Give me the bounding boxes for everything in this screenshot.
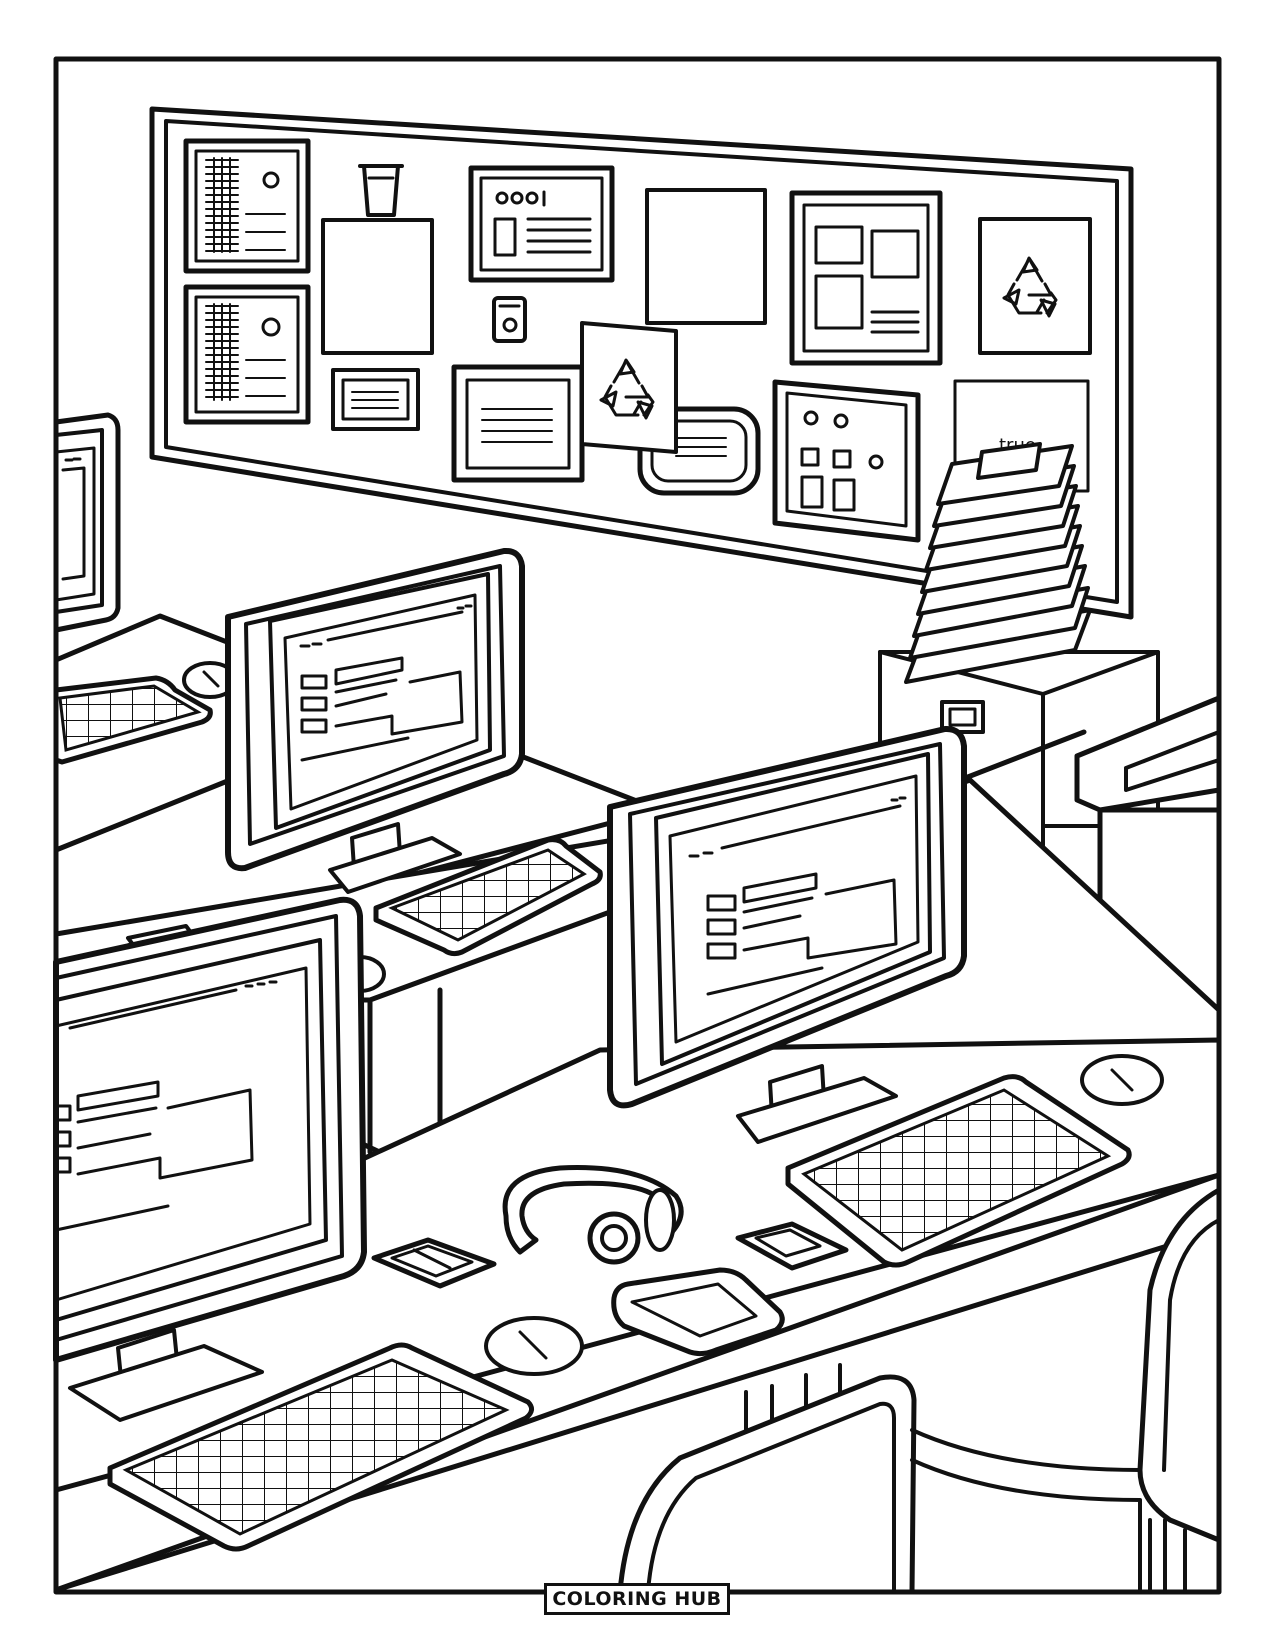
control-panel-poster [772, 379, 921, 543]
computer-mouse-icon [1080, 1054, 1164, 1106]
text-card [331, 368, 420, 431]
webpage-poster [468, 165, 615, 283]
recycle-poster [978, 217, 1092, 355]
blank-note [645, 188, 767, 325]
chair [617, 1374, 917, 1595]
trash-bin-icon [358, 164, 404, 217]
recycle-poster [580, 321, 678, 454]
keyboard-icon [53, 675, 213, 765]
badge-tag [492, 296, 527, 343]
card-device [735, 1221, 849, 1271]
layout-poster [789, 190, 943, 366]
phone-device [371, 1237, 497, 1289]
monitor-icon [607, 725, 967, 1144]
blank-note [321, 218, 434, 355]
computer-mouse-icon [484, 1316, 584, 1376]
monitor-icon [225, 547, 525, 894]
coloring-hub-badge: COLORING HUB [544, 1583, 730, 1615]
monitor-icon [53, 412, 121, 633]
tablet-device [611, 1267, 785, 1357]
document-poster [183, 284, 311, 425]
bulletin-board: true [149, 106, 1134, 620]
monitor-icon [53, 896, 367, 1422]
chair [910, 1187, 1222, 1594]
text-card [451, 364, 585, 483]
headphones-icon [502, 1165, 684, 1265]
keyboard-icon [785, 1074, 1132, 1268]
keyboard-icon [373, 837, 603, 957]
keyboard-icon [107, 1342, 534, 1552]
document-poster [183, 138, 311, 274]
paper-tray-stack [878, 442, 1160, 870]
